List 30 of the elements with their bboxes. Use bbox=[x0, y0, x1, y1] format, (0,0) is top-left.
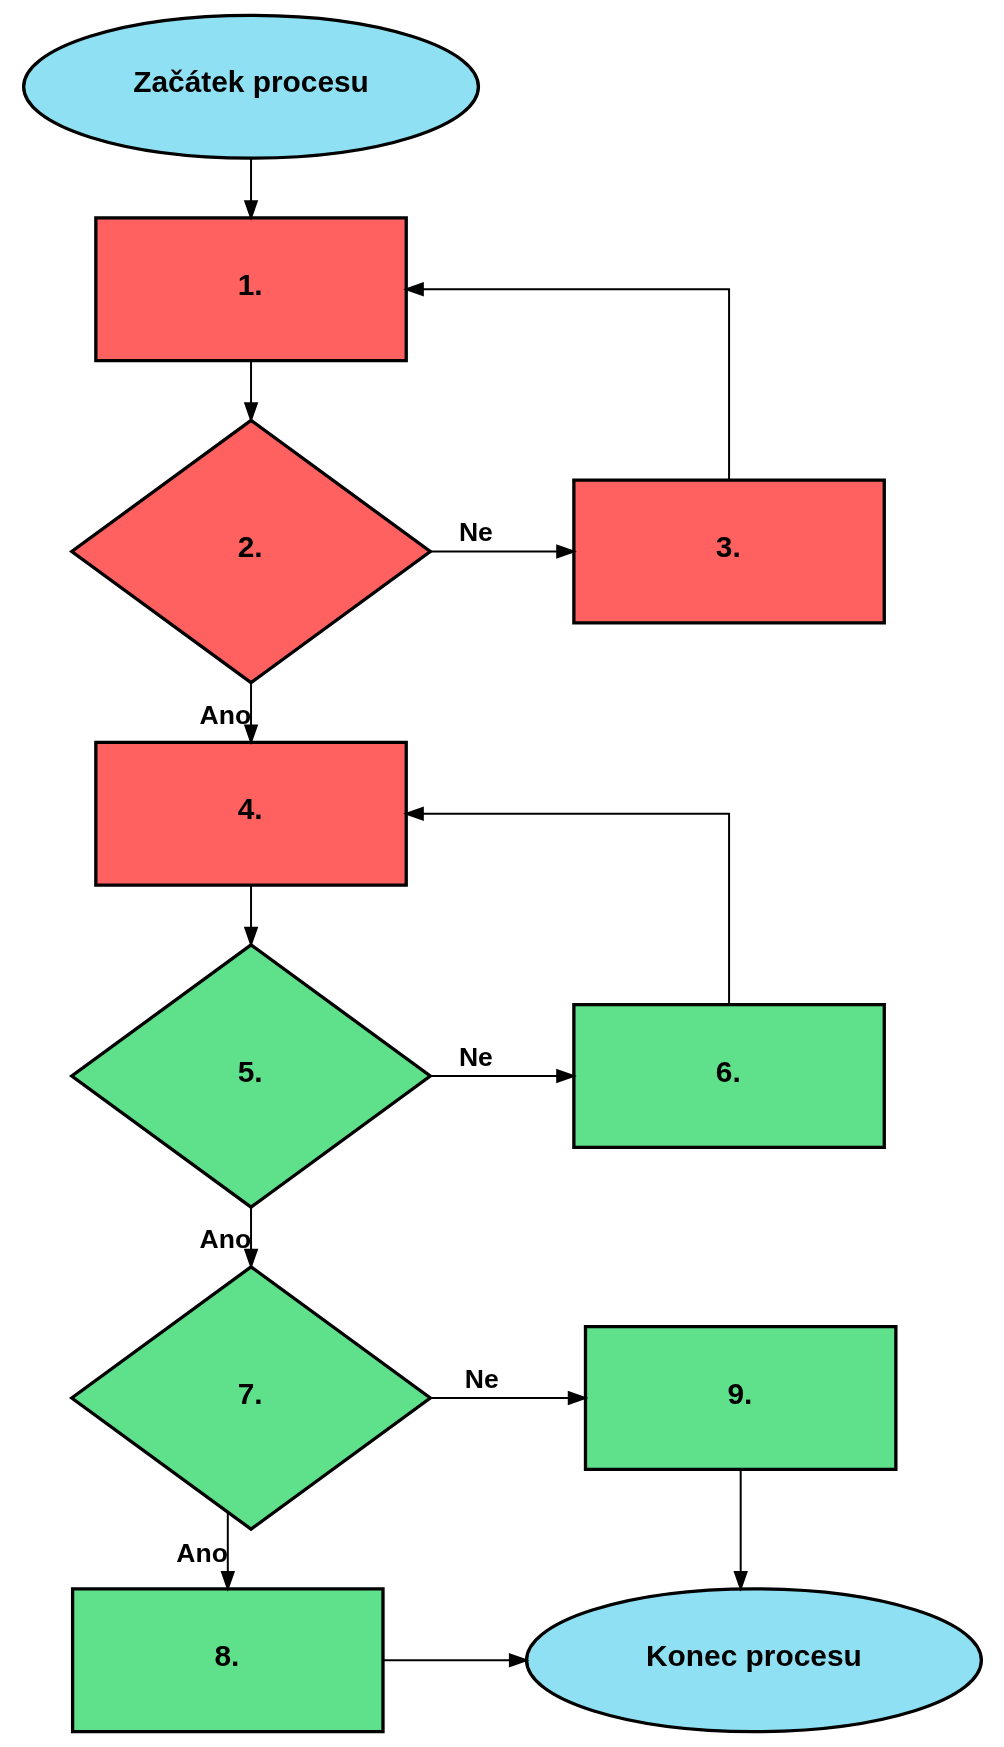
node-box: 8. bbox=[70, 1587, 385, 1734]
node-box: 4. bbox=[93, 740, 408, 887]
arrow bbox=[243, 1206, 258, 1270]
arrow bbox=[243, 884, 258, 948]
arrow bbox=[243, 681, 258, 746]
node-diamond: 2. bbox=[68, 418, 433, 685]
edge-label: Ano bbox=[199, 699, 251, 730]
edge-label: Ne bbox=[464, 1363, 499, 1394]
edge-label: Ano bbox=[175, 1537, 228, 1568]
node-diamond: 7. bbox=[68, 1264, 433, 1532]
edge-label: Ne bbox=[458, 1041, 493, 1072]
edge-label: Ne bbox=[458, 517, 493, 548]
node-diamond: 5. bbox=[68, 942, 433, 1210]
node-box: 1. bbox=[93, 216, 408, 363]
arrow bbox=[382, 1653, 529, 1668]
arrow bbox=[732, 1468, 748, 1592]
node-box: 6. bbox=[571, 1002, 886, 1150]
node-ellipse: Začátek procesu bbox=[21, 13, 480, 160]
arrow bbox=[243, 157, 258, 221]
arrow bbox=[402, 282, 730, 481]
arrow bbox=[243, 359, 258, 423]
node-box: 3. bbox=[571, 478, 886, 625]
arrow bbox=[429, 1390, 588, 1406]
arrow bbox=[428, 544, 577, 559]
arrow bbox=[428, 1068, 577, 1084]
arrow bbox=[402, 806, 730, 1006]
arrow bbox=[220, 1511, 235, 1592]
node-ellipse: Konec procesu bbox=[524, 1587, 983, 1734]
edge-label: Ano bbox=[199, 1224, 251, 1255]
node-box: 9. bbox=[583, 1324, 898, 1472]
